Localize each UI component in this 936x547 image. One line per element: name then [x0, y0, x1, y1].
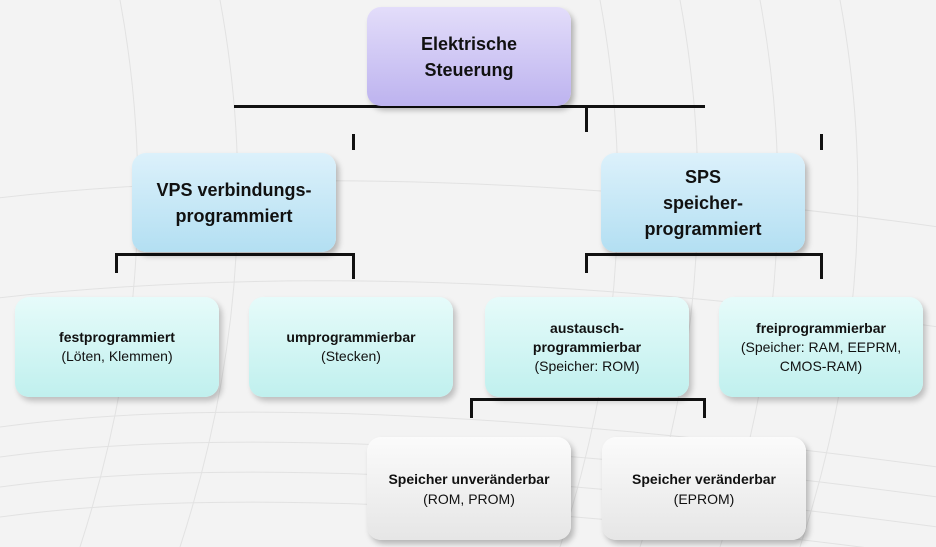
- root-connector-horizontal: [234, 105, 705, 108]
- node-elektrische-steuerung: Elektrische Steuerung: [367, 7, 571, 106]
- node-sps: SPS speicher- programmiert: [601, 153, 805, 252]
- node-title: festprogrammiert: [59, 329, 175, 345]
- node-title: freiprogrammierbar: [756, 319, 886, 336]
- node-title: Speicher veränderbar: [632, 470, 776, 487]
- node-title-line: Elektrische: [420, 33, 518, 54]
- node-freiprogrammierbar: freiprogrammierbar (Speicher: RAM, EEPRM…: [719, 297, 923, 397]
- node-detail: (Stecken): [321, 348, 381, 364]
- node-title-line: Steuerung: [424, 59, 514, 80]
- node-title-line: speicher-: [662, 192, 744, 213]
- sps-children-horizontal: [585, 253, 823, 256]
- sps-children-left-drop: [585, 253, 588, 273]
- node-vps: VPS verbindungs- programmiert: [132, 153, 336, 252]
- node-speicher-unveraenderbar: Speicher unveränderbar (ROM, PROM): [367, 437, 571, 540]
- node-umprogrammierbar: umprogrammierbar (Stecken): [249, 297, 453, 397]
- vps-children-horizontal: [115, 253, 355, 256]
- node-detail: (Speicher: ROM): [534, 357, 640, 374]
- node-title-line: austausch-: [550, 319, 624, 336]
- vps-children-left-drop: [115, 253, 118, 273]
- node-title-line: programmiert: [644, 218, 762, 239]
- speicher-children-right-drop: [703, 398, 706, 418]
- node-title-line: programmiert: [175, 205, 293, 226]
- speicher-children-left-drop: [470, 398, 473, 418]
- node-title-line: programmierbar: [532, 338, 642, 355]
- node-detail: (Löten, Klemmen): [61, 348, 173, 364]
- node-title-line: SPS: [684, 166, 722, 187]
- node-festprogrammiert: festprogrammiert (Löten, Klemmen): [15, 297, 219, 397]
- node-title: Speicher unveränderbar: [388, 470, 550, 487]
- speicher-children-horizontal: [470, 398, 706, 401]
- node-detail: (ROM, PROM): [423, 490, 515, 507]
- vps-connector-tick: [352, 134, 355, 150]
- sps-connector-tick: [820, 134, 823, 150]
- node-austauschprogrammierbar: austausch- programmierbar (Speicher: ROM…: [485, 297, 689, 397]
- node-speicher-veraenderbar: Speicher veränderbar (EPROM): [602, 437, 806, 540]
- vps-children-right-drop: [352, 253, 355, 279]
- node-detail-line: CMOS-RAM): [779, 357, 863, 374]
- node-title-line: VPS verbindungs-: [156, 179, 312, 200]
- sps-children-right-drop: [820, 253, 823, 279]
- sps-connector-drop: [585, 108, 588, 132]
- node-title: umprogrammierbar: [286, 329, 416, 345]
- node-detail-line: (Speicher: RAM, EEPRM,: [740, 338, 902, 355]
- node-detail: (EPROM): [673, 490, 735, 507]
